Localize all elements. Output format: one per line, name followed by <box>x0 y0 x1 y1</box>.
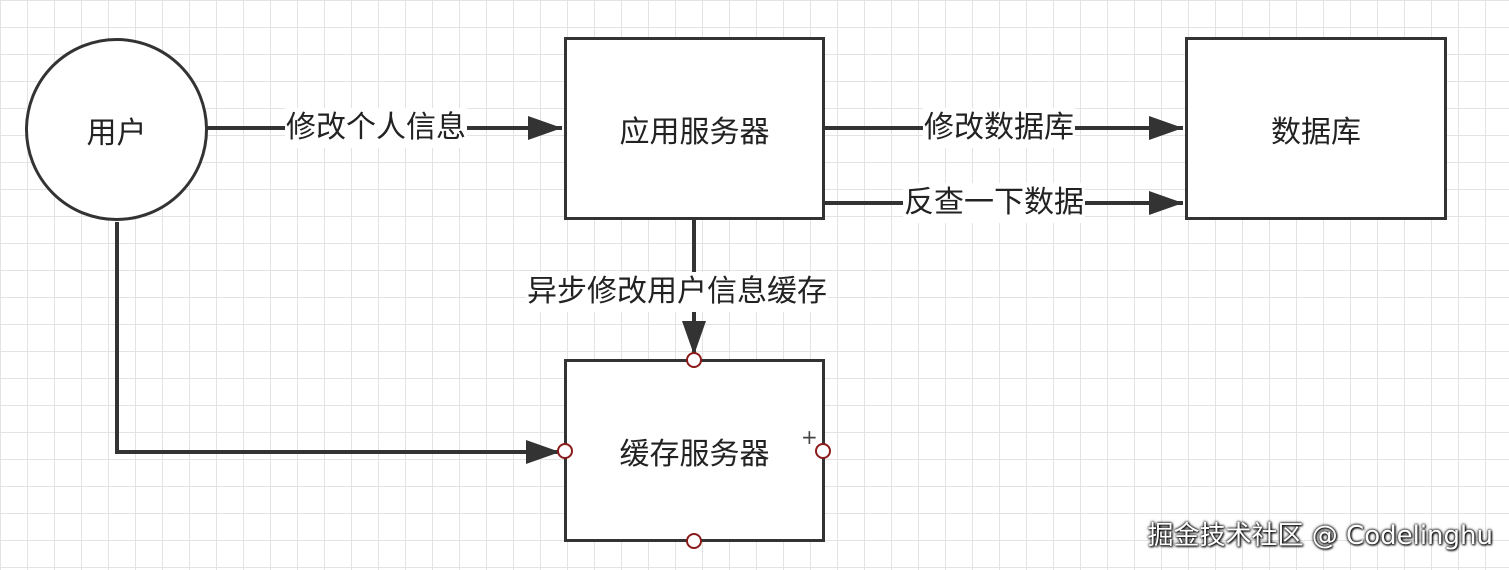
database-node-label: 数据库 <box>1271 114 1361 150</box>
watermark-text: 掘金技术社区 @ Codelinghu <box>1147 521 1493 551</box>
cache-handle-bottom[interactable] <box>686 533 702 549</box>
edge-app-to-cache-label[interactable]: 异步修改用户信息缓存 <box>526 272 828 312</box>
crosshair-cursor-icon: + <box>801 425 818 449</box>
app-server-node[interactable]: 应用服务器 <box>564 37 825 220</box>
cache-server-node[interactable]: 缓存服务器 <box>564 359 825 542</box>
edge-app-to-db-modify-label[interactable]: 修改数据库 <box>923 108 1075 148</box>
user-node-label: 用户 <box>86 115 147 151</box>
edge-user-to-cache-line[interactable] <box>115 222 560 464</box>
cache-server-node-label: 缓存服务器 <box>619 436 770 472</box>
user-node[interactable]: 用户 <box>25 38 208 221</box>
edge-app-to-db-query-label[interactable]: 反查一下数据 <box>903 183 1085 223</box>
edge-user-to-app-label[interactable]: 修改个人信息 <box>285 108 467 148</box>
cache-handle-left[interactable] <box>557 443 573 459</box>
database-node[interactable]: 数据库 <box>1185 37 1447 220</box>
cache-handle-right[interactable] <box>815 443 831 459</box>
cache-handle-top[interactable] <box>686 352 702 368</box>
app-server-node-label: 应用服务器 <box>619 114 770 150</box>
